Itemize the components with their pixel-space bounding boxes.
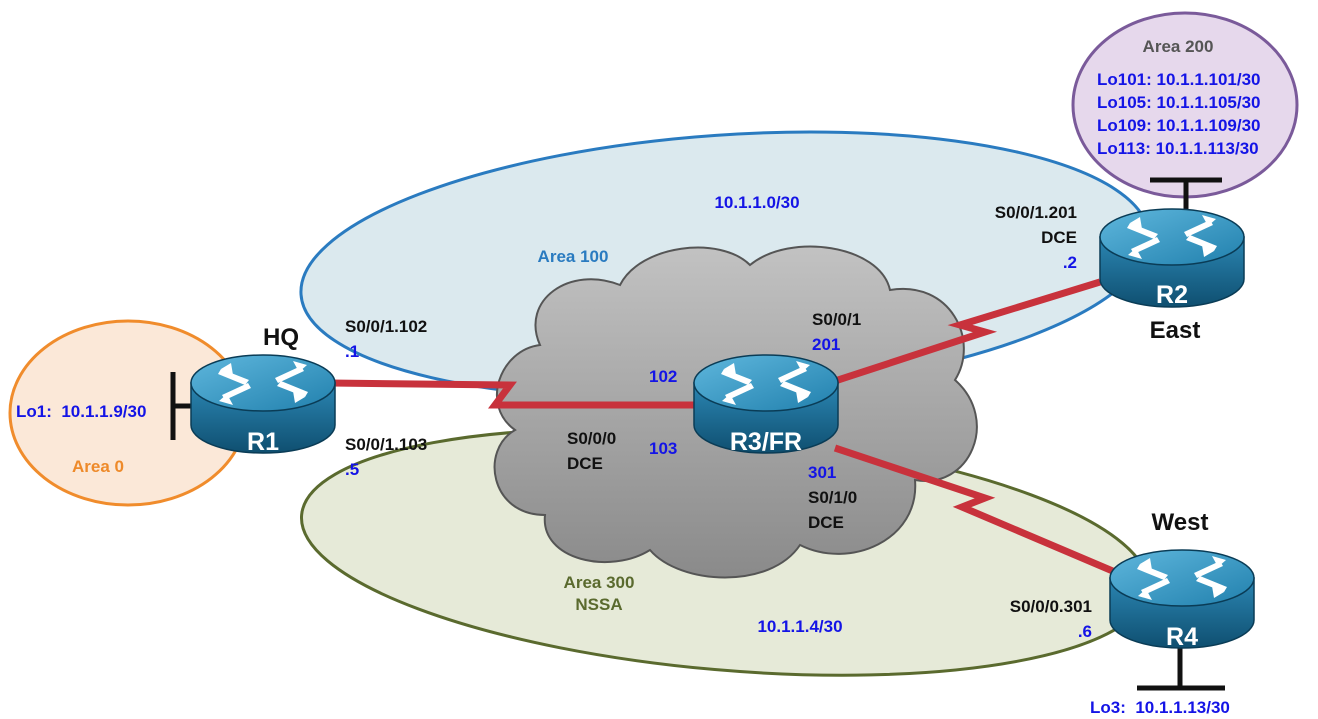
area-100-network: 10.1.1.0/30 [714, 193, 799, 212]
r1-s0-0-1-102-label: S0/0/1.102 [345, 317, 427, 336]
r4-s0-0-0-301-label: S0/0/0.301 [1010, 597, 1092, 616]
area-100-label: Area 100 [538, 247, 609, 266]
area-200-loopback: Lo101: 10.1.1.101/30 [1097, 70, 1261, 89]
r2-loopback-line [1150, 177, 1222, 210]
r3-dlci-103: 103 [649, 439, 677, 458]
r3-s0-0-1-label: S0/0/1 [812, 310, 861, 329]
r3-s0-0-0-mode: DCE [567, 454, 603, 473]
area-200-label: Area 200 [1143, 37, 1214, 56]
r2-s0-0-1-201-label: S0/0/1.201 [995, 203, 1077, 222]
link-r3-r2 [833, 278, 1102, 385]
r3-s0-1-0-label: S0/1/0 [808, 488, 857, 507]
r1-s0-0-1-103-label: S0/0/1.103 [345, 435, 427, 454]
r1-s0-0-1-103-ip: .5 [345, 460, 359, 479]
r1-loopback-label: Lo1: 10.1.1.9/30 [16, 402, 146, 421]
r2-s0-0-1-201-ip: .2 [1063, 253, 1077, 272]
area-300-network: 10.1.1.4/30 [757, 617, 842, 636]
r2-s0-0-1-201-mode: DCE [1041, 228, 1077, 247]
r3-dlci-102: 102 [649, 367, 677, 386]
link-r1-r3 [329, 379, 700, 409]
r3-s0-1-0-mode: DCE [808, 513, 844, 532]
r3-s0-0-0-label: S0/0/0 [567, 429, 616, 448]
area-0-label: Area 0 [72, 457, 124, 476]
site-east-label: East [1150, 317, 1201, 344]
router-r4-label: R4 [1166, 623, 1198, 651]
r1-s0-0-1-102-ip: .1 [345, 342, 359, 361]
site-west-label: West [1152, 509, 1209, 536]
serial-links [329, 278, 1117, 576]
r4-loopback-label: Lo3: 10.1.1.13/30 [1090, 698, 1230, 717]
r4-s0-0-0-301-ip: .6 [1078, 622, 1092, 641]
router-r2-label: R2 [1156, 281, 1188, 309]
area-200-loopback: Lo109: 10.1.1.109/30 [1097, 116, 1261, 135]
router-r1-label: R1 [247, 428, 279, 456]
area-300-label: Area 300 [564, 573, 635, 592]
router-r3-label: R3/FR [730, 428, 802, 456]
area-200-loopback: Lo113: 10.1.1.113/30 [1097, 139, 1259, 158]
r3-dlci-201: 201 [812, 335, 840, 354]
site-hq-label: HQ [263, 324, 299, 351]
link-r3-r4 [833, 444, 1117, 576]
area-200-loopback: Lo105: 10.1.1.105/30 [1097, 93, 1261, 112]
r3-dlci-301: 301 [808, 463, 836, 482]
area-300-type-label: NSSA [575, 595, 622, 614]
